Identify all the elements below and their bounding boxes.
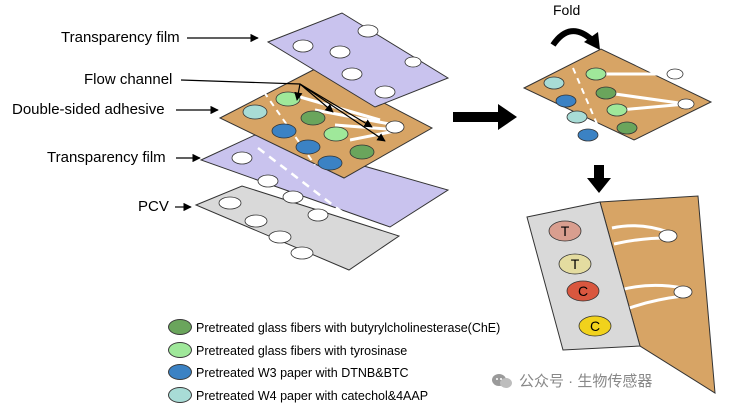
legend-text-tyrosinase: Pretreated glass fibers with tyrosinase	[196, 344, 408, 358]
dot-label-t1: T	[561, 223, 570, 239]
legend-item-dtnb: Pretreated W3 paper with DTNB&BTC	[168, 364, 409, 380]
watermark: 公众号 · 生物传感器	[491, 370, 652, 391]
fold-arrow-icon	[550, 28, 600, 50]
legend-text-catechol: Pretreated W4 paper with catechol&4AAP	[196, 389, 429, 403]
wechat-icon	[491, 372, 513, 390]
control-dot-c2	[578, 315, 612, 337]
label-pcv: PCV	[138, 198, 169, 215]
label-leaders	[175, 33, 386, 212]
test-dot-t1	[548, 220, 582, 242]
assembled-device	[522, 48, 713, 142]
transparency-film-bottom-layer	[199, 134, 450, 228]
adhesive-layer	[218, 67, 434, 179]
legend-swatch-dtnb	[168, 364, 192, 380]
dot-label-t2: T	[571, 256, 580, 272]
legend-item-che: Pretreated glass fibers with butyrylchol…	[168, 319, 501, 335]
down-arrow-icon	[587, 165, 611, 193]
legend-item-catechol: Pretreated W4 paper with catechol&4AAP	[168, 387, 429, 403]
label-double-sided-adhesive: Double-sided adhesive	[12, 101, 165, 118]
legend-swatch-catechol	[168, 387, 192, 403]
legend-text-dtnb: Pretreated W3 paper with DTNB&BTC	[196, 366, 409, 380]
right-arrow-icon	[453, 104, 517, 130]
transparency-film-top-layer	[266, 12, 450, 108]
watermark-text: 公众号 · 生物传感器	[519, 373, 653, 390]
control-dot-c1	[566, 280, 600, 302]
legend-text-che: Pretreated glass fibers with butyrylchol…	[196, 321, 501, 335]
label-transparency-film-top: Transparency film	[61, 29, 180, 46]
legend-swatch-tyrosinase	[168, 342, 192, 358]
legend-swatch-che	[168, 319, 192, 335]
dot-label-c2: C	[590, 318, 600, 334]
label-flow-channel: Flow channel	[84, 71, 173, 88]
legend-item-tyrosinase: Pretreated glass fibers with tyrosinase	[168, 342, 408, 358]
folded-device: T T C C	[526, 195, 716, 394]
pcv-layer	[194, 185, 401, 271]
dot-label-c1: C	[578, 283, 588, 299]
test-dot-t2	[558, 253, 592, 275]
label-fold: Fold	[553, 2, 581, 18]
label-transparency-film-bottom: Transparency film	[47, 149, 166, 166]
